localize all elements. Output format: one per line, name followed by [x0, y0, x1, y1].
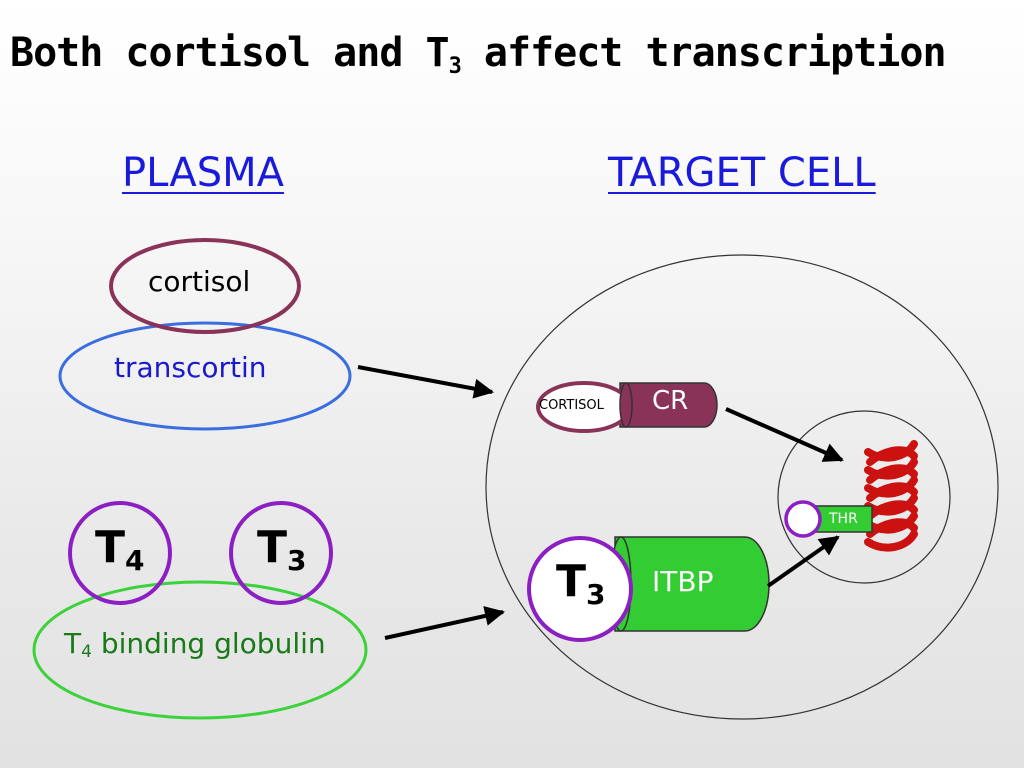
cr-to-dna-arrow — [725, 407, 844, 462]
cortisol-label: cortisol — [148, 265, 251, 298]
transcortin-label: transcortin — [114, 351, 267, 384]
title-main: Both cortisol and T — [10, 30, 450, 76]
t3-plasma-circle — [229, 501, 333, 605]
t3-plasma-label: T3 — [257, 522, 307, 577]
nucleus — [777, 410, 951, 584]
slide-title: Both cortisol and T3 affect transcriptio… — [10, 30, 947, 79]
dna-helix-icon — [864, 440, 918, 552]
cr-label: CR — [652, 386, 689, 416]
globulin-arrow — [384, 606, 505, 640]
title-rest: affect transcription — [460, 30, 947, 76]
cortisol-ellipse — [109, 238, 301, 334]
globulin-subscript: 4 — [81, 642, 92, 662]
target-cell-heading: TARGET CELL — [608, 150, 876, 196]
thr-label: THR — [829, 511, 858, 527]
t4-base: T — [95, 522, 126, 573]
t4-circle — [68, 501, 172, 605]
title-subscript: 3 — [448, 54, 462, 79]
t4-label: T4 — [95, 522, 145, 577]
transcortin-ellipse — [58, 321, 352, 431]
cr-receptor — [619, 382, 718, 428]
binding-globulin-label: T4 binding globulin — [64, 627, 326, 662]
cortisol-tag: CORTISOL — [539, 398, 604, 413]
t3-plasma-subscript: 3 — [287, 544, 307, 577]
t3-cell-label: T3 — [556, 556, 606, 611]
t3-cell-base: T — [556, 556, 587, 607]
itbp-label: ITBP — [652, 565, 714, 598]
t3-plasma-base: T — [257, 522, 288, 573]
globulin-rest: binding globulin — [91, 627, 326, 660]
cr-receptor-groove — [619, 382, 633, 428]
target-cell-membrane — [485, 254, 999, 720]
itbp-to-thr-arrow — [766, 535, 840, 588]
t3-cell-subscript: 3 — [586, 578, 606, 611]
transcortin-arrow — [357, 365, 494, 399]
thr-ligand-circle — [784, 500, 822, 538]
binding-globulin-ellipse — [32, 580, 368, 720]
thr-receptor — [815, 505, 873, 533]
globulin-t-base: T — [64, 627, 82, 660]
plasma-heading: PLASMA — [122, 150, 284, 196]
t4-subscript: 4 — [125, 544, 145, 577]
t3-cell-circle — [527, 536, 633, 642]
